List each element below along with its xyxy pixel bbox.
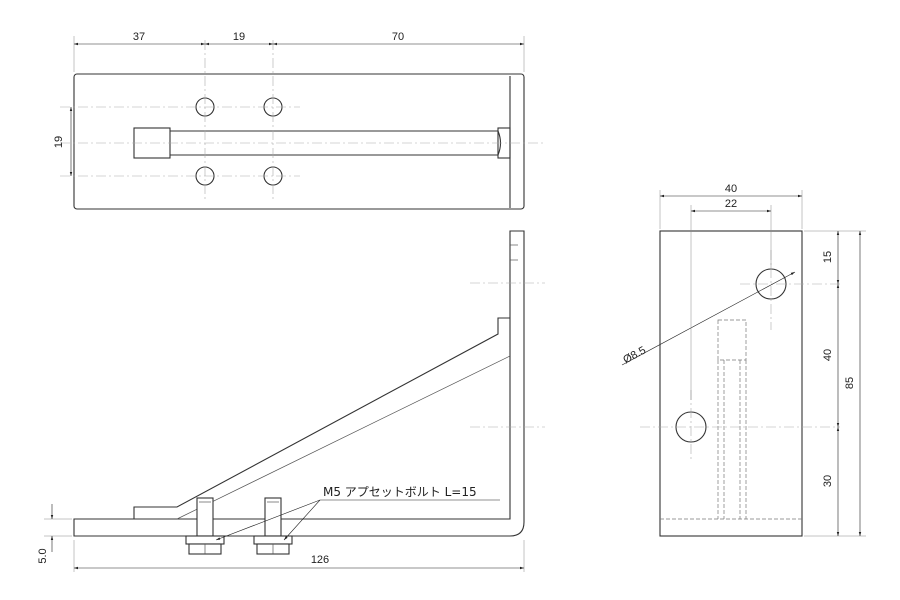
dim-label-19: 19 bbox=[233, 31, 245, 43]
dim-label-side-30: 30 bbox=[822, 475, 834, 487]
dim-label-70: 70 bbox=[392, 31, 404, 43]
side-view-plate bbox=[659, 230, 803, 537]
dim-label-side-15: 15 bbox=[822, 251, 834, 263]
top-dimensions: 37 19 70 19 bbox=[53, 31, 525, 176]
dim-label-side-40: 40 bbox=[725, 183, 737, 195]
gusset-outline bbox=[133, 317, 510, 519]
dim-label-126: 126 bbox=[311, 554, 329, 566]
front-dimensions: 126 5.0 bbox=[37, 504, 525, 572]
dim-label-side-40-vert: 40 bbox=[822, 349, 834, 361]
leader-line bbox=[621, 271, 796, 366]
front-view: M5 アプセットボルト L=15 bbox=[73, 230, 545, 555]
dim-label-diameter: Ø8.5 bbox=[621, 344, 648, 366]
upset-bolt bbox=[253, 497, 293, 555]
side-dimensions: 40 22 15 40 30 85 bbox=[659, 183, 866, 537]
bolt-callout: M5 アプセットボルト L=15 bbox=[323, 485, 477, 499]
bolt-shank bbox=[196, 497, 214, 537]
l-bracket-profile bbox=[73, 230, 525, 537]
upset-bolt bbox=[185, 497, 225, 555]
top-view-plate bbox=[73, 73, 525, 210]
dim-label-thickness: 5.0 bbox=[37, 548, 49, 563]
top-view bbox=[60, 40, 545, 210]
dim-label-left-19: 19 bbox=[53, 136, 65, 148]
bolt-shank bbox=[264, 497, 282, 537]
gusset-inner-edge bbox=[176, 355, 511, 520]
dim-label-37: 37 bbox=[133, 31, 145, 43]
side-view: Ø8.5 bbox=[621, 230, 840, 537]
bolt-washer bbox=[185, 535, 225, 545]
leader-line bbox=[215, 499, 321, 541]
dim-label-side-22: 22 bbox=[725, 198, 737, 210]
hidden-line bbox=[717, 319, 747, 361]
dim-label-side-85: 85 bbox=[844, 377, 856, 389]
leader-line bbox=[283, 499, 321, 541]
